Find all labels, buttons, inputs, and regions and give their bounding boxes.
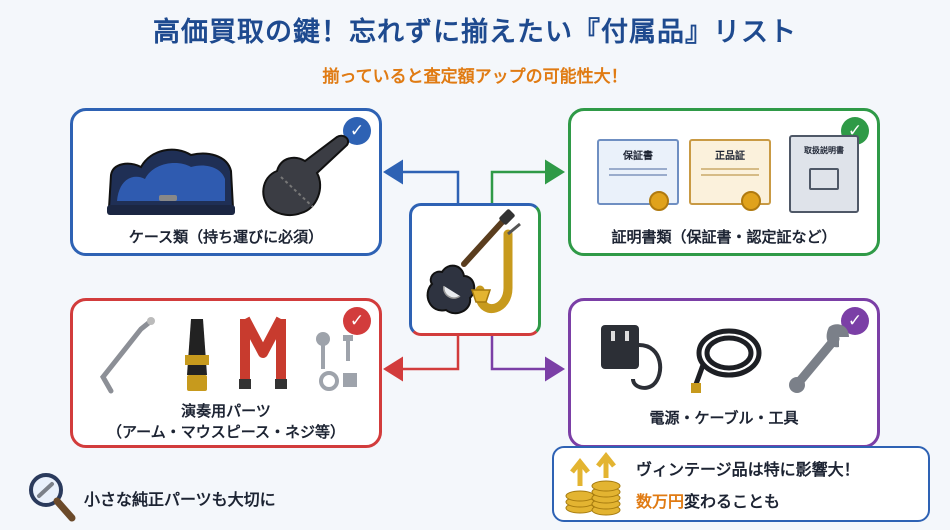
guitar-saxophone-icon: [426, 209, 521, 315]
note-line1: ヴィンテージ品は特に影響大！: [636, 460, 860, 479]
vintage-note: ヴィンテージ品は特に影響大！ 数万円変わることも: [552, 446, 930, 522]
page-title: 高価買取の鍵！忘れずに揃えたい『付属品』リスト: [153, 17, 797, 48]
arrow-to-parts: [383, 336, 460, 382]
arrow-to-case: [383, 159, 460, 203]
mouthpiece-icon: [185, 319, 209, 391]
note-line2: 数万円変わることも: [636, 488, 780, 512]
cable-icon: [691, 328, 762, 393]
warranty-certificate-icon: 保証書: [597, 139, 679, 211]
note-line2-rest: 変わることも: [684, 492, 781, 511]
authenticity-certificate-text: 正品証: [715, 151, 745, 162]
check-icon: ✓: [343, 307, 371, 335]
certificate-label: 証明書類（保証書・認定証など）: [611, 228, 837, 246]
strap-icon: [239, 316, 287, 389]
manual-text: 取扱説明書: [804, 146, 844, 155]
case-label: ケース類（持ち運びに必須）: [128, 228, 324, 246]
warranty-certificate-text: 保証書: [623, 151, 653, 162]
coins-up-arrow-icon: [565, 452, 621, 516]
tremolo-arm-icon: [99, 317, 155, 394]
center-instruments: [409, 203, 541, 336]
authenticity-certificate-icon: 正品証: [689, 139, 771, 211]
arrow-to-power: [490, 336, 565, 382]
gig-bag-icon: [262, 134, 349, 217]
parts-label-line2: （アーム・マウスピース・ネジ等）: [107, 423, 345, 441]
manual-icon: 取扱説明書: [789, 135, 859, 213]
screws-icon: [316, 332, 357, 391]
parts-label-line1: 演奏用パーツ: [181, 402, 271, 420]
page-subtitle: 揃っていると査定額アップの可能性大！: [322, 67, 628, 87]
certificate-card: ✓ 保証書 正品証 取扱説明書 証明書類（保証書・認定証など）: [568, 108, 880, 256]
arrow-to-certificate: [490, 159, 565, 203]
magnifier-screw-icon: [29, 473, 76, 522]
tip-text: 小さな純正パーツも大切に: [84, 490, 276, 509]
note-highlight: 数万円: [636, 492, 685, 511]
parts-card: ✓ 演奏用パーツ （アーム・マウスピース・ネジ等）: [70, 298, 382, 448]
check-icon: ✓: [343, 117, 371, 145]
power-label: 電源・ケーブル・工具: [649, 409, 799, 427]
hard-case-icon: [107, 148, 235, 215]
power-card: ✓ 電源・ケーブル・工具: [568, 298, 880, 448]
wrench-icon: [789, 324, 849, 393]
case-card: ✓ ケース類（持ち運びに必須）: [70, 108, 382, 256]
power-adapter-icon: [601, 325, 663, 390]
